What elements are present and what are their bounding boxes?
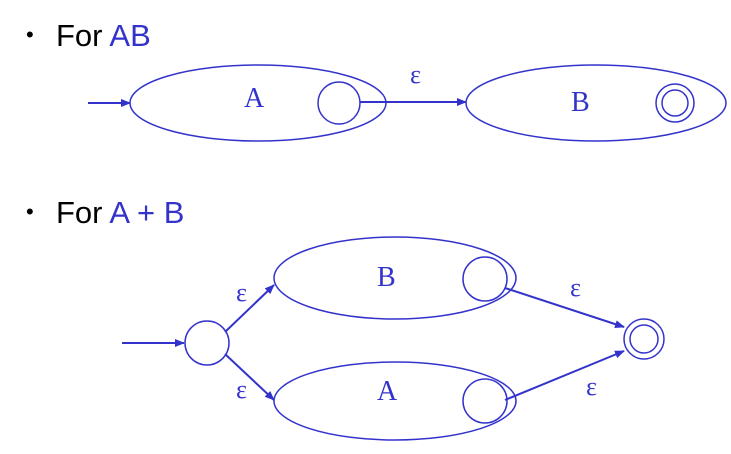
machine-b-label: B [377,262,396,293]
machine-b-label: B [571,87,590,118]
bullet-expression: AB [109,18,151,53]
union-start-state [184,320,230,366]
bullet-icon: • [26,22,34,47]
machine-b-ellipse [465,64,727,142]
union-diagram: ε ε B A ε ε [122,236,665,441]
epsilon-from-a-arrow [504,350,625,401]
bullet-prefix: For [56,195,110,230]
machine-a-label: A [377,376,398,407]
epsilon-to-b-label: ε [236,278,247,307]
machine-a-final-state [462,378,508,424]
epsilon-from-b-label: ε [570,273,581,302]
bullet-expression: A + B [109,195,185,230]
machine-b-ellipse [273,236,517,320]
machine-b-final-state [462,256,508,302]
machine-a-final-state [317,81,361,125]
concat-diagram: A ε B [88,60,727,142]
union-accept-state-outer [623,318,665,360]
machine-a-ellipse [273,361,517,441]
bullet-icon: • [26,199,34,224]
bullet-concatenation: • For AB [26,18,151,54]
epsilon-label: ε [410,60,421,89]
epsilon-from-b-arrow [504,287,625,328]
accept-state-outer [655,83,695,123]
epsilon-to-b-arrow [224,284,275,333]
machine-a-label: A [244,83,265,114]
accept-state-inner [661,89,689,117]
bullet-union: • For A + B [26,195,184,231]
epsilon-from-a-label: ε [586,372,597,401]
bullet-prefix: For [56,18,110,53]
union-accept-state-inner [629,324,659,354]
epsilon-to-a-arrow [224,353,275,401]
epsilon-to-a-label: ε [236,375,247,404]
